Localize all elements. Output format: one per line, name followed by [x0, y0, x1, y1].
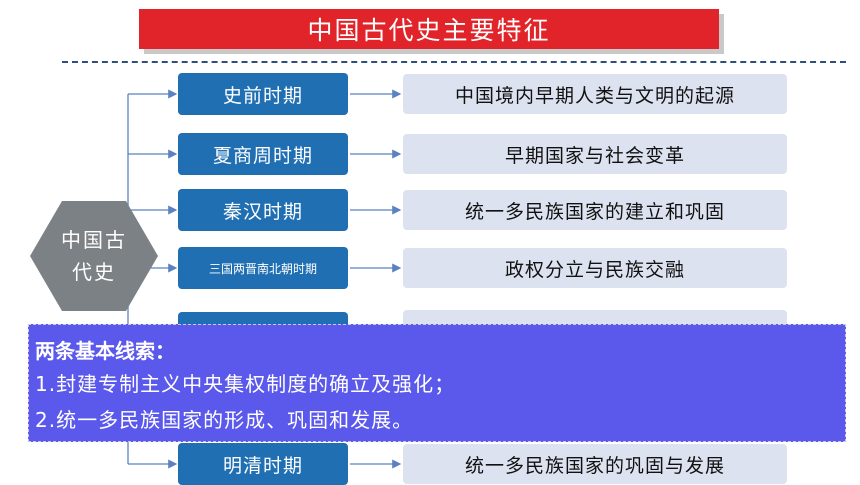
period-label: 夏商周时期 [212, 144, 313, 167]
callout-heading: 两条基本线索： [35, 339, 175, 363]
period-node-three-kingdoms: 三国两晋南北朝时期 [178, 247, 348, 289]
period-label: 三国两晋南北朝时期 [208, 261, 317, 276]
dashed-divider [62, 61, 846, 63]
period-node-prehistoric: 史前时期 [178, 73, 348, 115]
desc-node-three-kingdoms: 政权分立与民族交融 [403, 248, 787, 288]
callout-line-2: 2.统一多民族国家的形成、巩固和发展。 [35, 408, 414, 432]
key-threads-callout: 两条基本线索： 1.封建专制主义中央集权制度的确立及强化； 2.统一多民族国家的… [28, 324, 846, 442]
desc-label: 统一多民族国家的建立和巩固 [464, 200, 725, 223]
desc-label: 统一多民族国家的巩固与发展 [464, 454, 725, 477]
period-label: 秦汉时期 [222, 200, 303, 223]
page-title: 中国古代史主要特征 [139, 9, 719, 49]
desc-label: 政权分立与民族交融 [504, 258, 685, 281]
desc-label: 中国境内早期人类与文明的起源 [454, 84, 735, 107]
period-label: 史前时期 [222, 84, 303, 107]
period-node-xia-shang-zhou: 夏商周时期 [178, 133, 348, 175]
desc-node-ming-qing: 统一多民族国家的巩固与发展 [403, 444, 787, 484]
root-label: 中国古代史 [61, 228, 127, 284]
page-title-text: 中国古代史主要特征 [307, 16, 551, 45]
period-node-qin-han: 秦汉时期 [178, 189, 348, 231]
desc-label: 早期国家与社会变革 [504, 144, 685, 167]
callout-line-1: 1.封建专制主义中央集权制度的确立及强化； [35, 372, 456, 396]
desc-node-prehistoric: 中国境内早期人类与文明的起源 [403, 74, 787, 114]
desc-node-qin-han: 统一多民族国家的建立和巩固 [403, 190, 787, 230]
desc-node-xia-shang-zhou: 早期国家与社会变革 [403, 134, 787, 174]
period-node-ming-qing: 明清时期 [178, 443, 348, 485]
period-label: 明清时期 [222, 454, 303, 477]
